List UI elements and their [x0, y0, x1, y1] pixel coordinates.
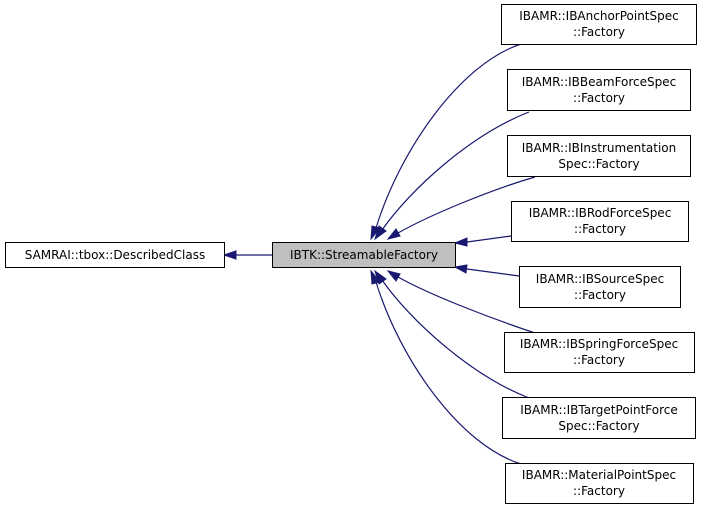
node-label-line: IBAMR::IBInstrumentation	[522, 141, 677, 155]
node-label-line: ::Factory	[573, 484, 625, 498]
node-label-line: ::Factory	[573, 25, 625, 39]
edge-rodforce-to-streamable	[453, 235, 512, 247]
node-label-line: ::Factory	[573, 353, 625, 367]
node-label-line: IBAMR::IBSpringForceSpec	[520, 337, 678, 351]
node-label-line: IBAMR::IBAnchorPointSpec	[519, 9, 678, 23]
edge-beamforce-to-streamable	[374, 111, 530, 241]
edge-materialpoint-to-streamable	[370, 269, 522, 465]
node-ib-rod-force-spec-factory[interactable]: IBAMR::IBRodForceSpec ::Factory	[511, 201, 689, 242]
node-streamable-factory: IBTK::StreamableFactory	[272, 242, 456, 268]
edge-springforce-to-streamable	[386, 270, 536, 334]
node-label-line: IBAMR::IBSourceSpec	[536, 272, 664, 286]
node-ib-spring-force-spec-factory[interactable]: IBAMR::IBSpringForceSpec ::Factory	[504, 332, 695, 373]
node-ib-target-point-force-spec-factory[interactable]: IBAMR::IBTargetPointForce Spec::Factory	[502, 397, 696, 439]
node-streamable-factory-label: IBTK::StreamableFactory	[290, 248, 438, 262]
edge-instrumentation-to-streamable	[386, 176, 536, 240]
node-label-line: Spec::Factory	[558, 419, 639, 433]
edge-streamable-to-describedclass	[222, 250, 272, 260]
node-ib-instrumentation-spec-factory[interactable]: IBAMR::IBInstrumentation Spec::Factory	[507, 135, 691, 177]
node-label-line: Spec::Factory	[558, 157, 639, 171]
node-label-line: ::Factory	[574, 288, 626, 302]
node-described-class[interactable]: SAMRAI::tbox::DescribedClass	[5, 242, 225, 268]
node-label-line: IBAMR::IBRodForceSpec	[529, 206, 672, 220]
node-label-line: IBAMR::IBTargetPointForce	[520, 403, 678, 417]
node-ib-anchor-point-spec-factory[interactable]: IBAMR::IBAnchorPointSpec ::Factory	[501, 4, 697, 45]
node-material-point-spec-factory[interactable]: IBAMR::MaterialPointSpec ::Factory	[505, 463, 694, 504]
node-label-line: IBAMR::IBBeamForceSpec	[522, 75, 677, 89]
node-label-line: ::Factory	[573, 91, 625, 105]
edge-targetpoint-to-streamable	[374, 269, 530, 399]
node-label-line: IBAMR::MaterialPointSpec	[522, 468, 676, 482]
node-described-class-label: SAMRAI::tbox::DescribedClass	[25, 248, 206, 262]
node-ib-source-spec-factory[interactable]: IBAMR::IBSourceSpec ::Factory	[519, 266, 681, 308]
edge-source-to-streamable	[453, 264, 520, 277]
node-ib-beam-force-spec-factory[interactable]: IBAMR::IBBeamForceSpec ::Factory	[507, 69, 691, 111]
node-label-line: ::Factory	[574, 222, 626, 236]
